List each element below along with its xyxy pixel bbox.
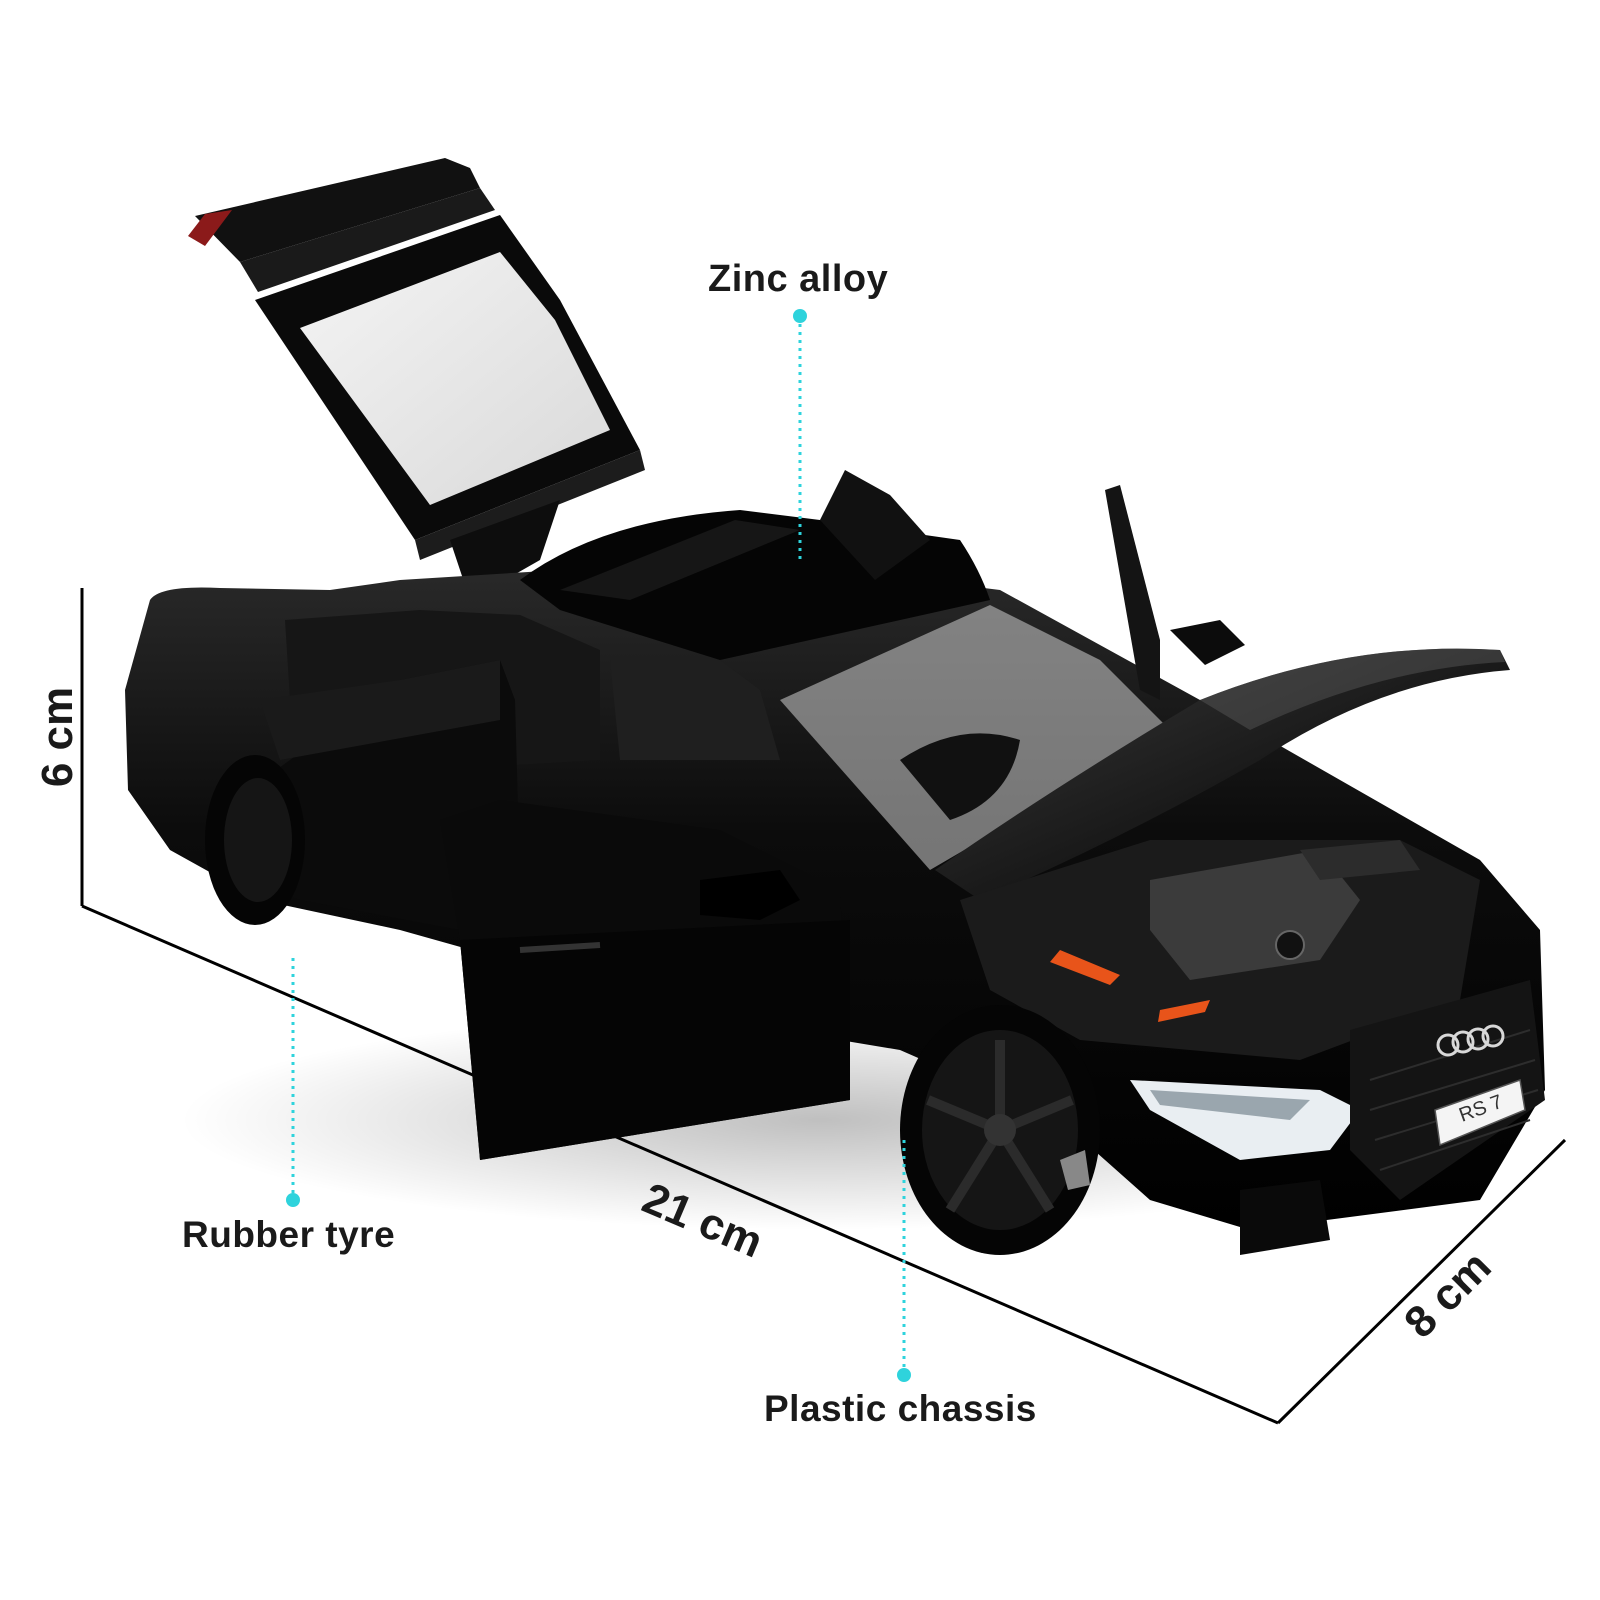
length-dimension-line: [81, 904, 1279, 1425]
callout-dot-icon: [286, 1193, 300, 1207]
rubber-tyre-label: Rubber tyre: [182, 1214, 396, 1255]
callout-plastic-chassis: [897, 1140, 911, 1382]
audi-rings-icon: [1436, 1024, 1505, 1057]
engine-bay: [960, 840, 1480, 1060]
callout-rubber-tyre: [286, 958, 300, 1207]
width-dimension-line: [1276, 1138, 1567, 1425]
front-end: RS 7: [1130, 980, 1545, 1255]
zinc-alloy-label: Zinc alloy: [708, 258, 889, 300]
open-trunk-lid: [188, 158, 645, 600]
plastic-chassis-label: Plastic chassis: [764, 1388, 1037, 1429]
callout-dot-icon: [897, 1368, 911, 1382]
height-dimension-label: 6 cm: [33, 686, 83, 788]
front-wheel: [900, 1005, 1100, 1255]
open-hood: [935, 648, 1510, 900]
rear-wheel: [205, 755, 305, 925]
license-plate: RS 7: [1434, 1078, 1526, 1147]
dimension-lines: [80, 588, 1567, 1425]
callout-dot-icon: [793, 309, 807, 323]
callout-zinc-alloy: [793, 309, 807, 560]
